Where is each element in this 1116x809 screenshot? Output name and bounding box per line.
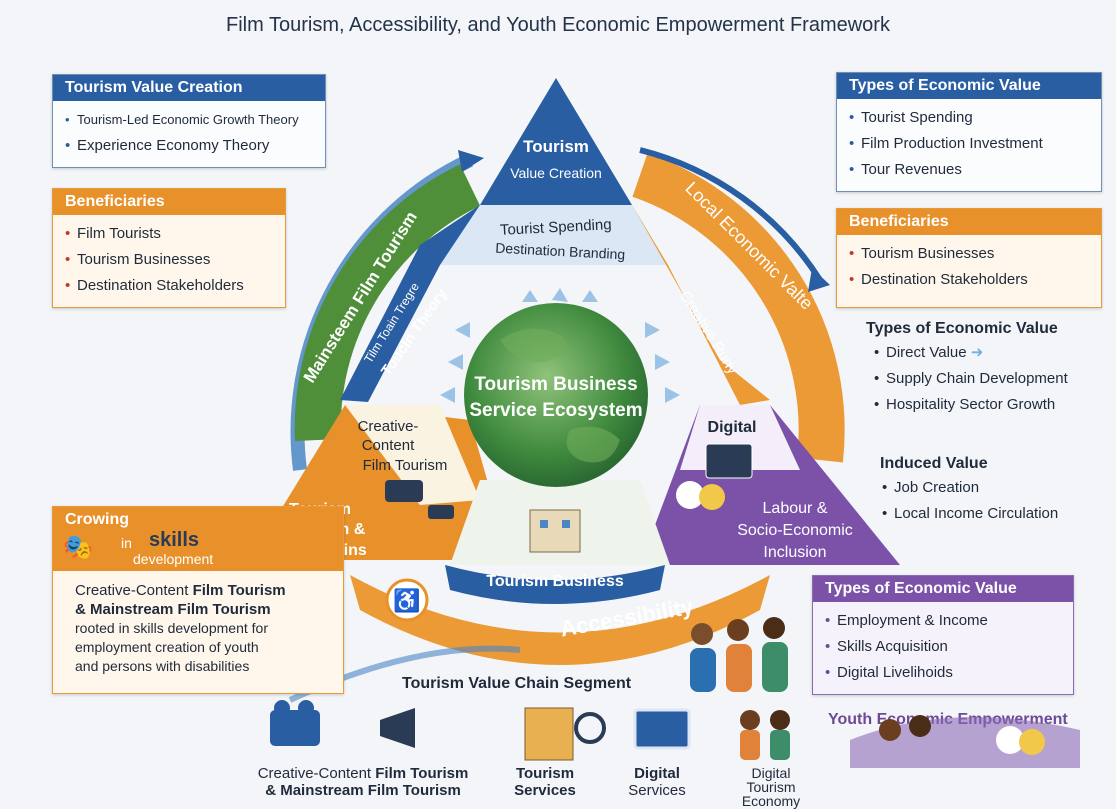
- right-corner-label-3: Inclusion: [763, 544, 826, 561]
- box-header: Types of Economic Value: [837, 73, 1101, 99]
- tablet-icon: [705, 443, 753, 479]
- creative-label-2: Content: [362, 437, 415, 454]
- list-item: Skills Acquisition: [825, 634, 1073, 660]
- creative-label-1: Creative-: [358, 418, 419, 435]
- list-item: Experience Economy Theory: [65, 133, 325, 159]
- hotel-icon: [524, 707, 574, 761]
- theatre-masks-icon: [996, 726, 1024, 754]
- magnifier-icon: [574, 712, 606, 744]
- list-item: Destination Stakeholders: [849, 267, 1101, 293]
- megaphone-icon: [428, 505, 454, 519]
- digital-label: Digital: [708, 419, 757, 436]
- list-item: Tour Revenues: [849, 157, 1101, 183]
- green-arc: [294, 164, 481, 442]
- segment-title: Tourism Value Chain Segment: [402, 675, 632, 692]
- purple-wave: [850, 717, 1080, 768]
- bottom-label-film: Creative-Content Film Tourism & Mainstre…: [257, 765, 469, 799]
- list-item: Digital Livelihoids: [825, 660, 1073, 686]
- skills-text: Creative-Content Film Tourism & Mainstre…: [75, 582, 286, 674]
- svg-text:♿: ♿: [393, 588, 420, 613]
- list-item: Hospitality Sector Growth: [874, 392, 1106, 418]
- top-right-value-box: Types of Economic Value Tourist Spending…: [836, 72, 1102, 192]
- globe-continent-1: [500, 328, 568, 363]
- list-item: Direct Value ➜: [874, 340, 1106, 366]
- box-header: Types of Economic Value: [813, 576, 1073, 602]
- list-item: Employment & Income: [825, 608, 1073, 634]
- film-camera-icon: [385, 480, 423, 502]
- top-triangle: [480, 78, 632, 205]
- list-item: Tourism Businesses: [65, 247, 285, 273]
- orange-arc: [632, 153, 845, 463]
- list-item: Job Creation: [882, 475, 1106, 501]
- right-corner-label-2: Socio-Economic: [737, 522, 853, 539]
- top-label-2: Value Creation: [510, 165, 602, 181]
- box-header: Beneficiaries: [837, 209, 1101, 235]
- center-label-1: Tourism Business: [474, 374, 637, 395]
- list-item: Local Income Circulation: [882, 501, 1106, 527]
- globe-continent-2: [566, 426, 620, 463]
- inner-lightblue: [440, 205, 668, 265]
- youth-people-illustration: [680, 608, 800, 696]
- right-corner-label-1: Labour &: [763, 500, 828, 517]
- creative-label-3: Film Tourism: [363, 457, 448, 474]
- induced-value: Induced Value Job Creation Local Income …: [880, 455, 1106, 535]
- accessibility-band: [350, 575, 770, 665]
- inner-label-1: Tourist Spending: [500, 216, 612, 239]
- screen-icon: [633, 708, 691, 750]
- business-banner: [445, 565, 665, 604]
- megaphone-icon: [380, 708, 415, 748]
- theatre-masks-icon: [676, 481, 704, 509]
- list-item: Film Tourists: [65, 221, 285, 247]
- film-camera-icon: [270, 710, 320, 746]
- bottom-icons: [270, 700, 1080, 768]
- left-beneficiaries-box: Beneficiaries Film Tourists Tourism Busi…: [52, 188, 286, 308]
- banner-label: Tourism Business: [486, 573, 624, 590]
- page-title: Film Tourism, Accessibility, and Youth E…: [226, 14, 890, 36]
- list-item: Destination Stakeholders: [65, 273, 285, 299]
- list-item: Film Production Investment: [849, 131, 1101, 157]
- left-arc-arrowhead: [458, 150, 484, 172]
- person-icon: [770, 710, 790, 730]
- right-beneficiaries-box: Beneficiaries Tourism Businesses Destina…: [836, 208, 1102, 308]
- list-item: Tourist Spending: [849, 105, 1101, 131]
- flow-arrows: [440, 288, 680, 403]
- globe: [464, 303, 648, 487]
- box-header: Types of Economic Value: [866, 320, 1058, 337]
- theatre-masks-icon: 🎭: [63, 534, 93, 561]
- right-types-value: Types of Economic Value Direct Value ➜ S…: [866, 320, 1106, 430]
- box-header: Beneficiaries: [53, 189, 285, 215]
- purple-value-box: Types of Economic Value Employment & Inc…: [812, 575, 1074, 695]
- list-item: Supply Chain Development: [874, 366, 1106, 392]
- wheelchair-icon: [385, 578, 429, 622]
- skills-development-box: Crowing 🎭 in skills development Creative…: [52, 506, 344, 694]
- person-icon: [740, 710, 760, 730]
- box-header: Tourism Value Creation: [53, 75, 325, 101]
- blue-right-arc: [639, 147, 823, 282]
- right-arc-arrowhead: [808, 268, 830, 292]
- list-item: Tourism-Led Economic Growth Theory: [65, 107, 325, 133]
- list-item: Tourism Businesses: [849, 241, 1101, 267]
- center-label-2: Service Ecosystem: [469, 400, 642, 421]
- box-header: Induced Value: [880, 455, 988, 472]
- box-header: Crowing 🎭 in skills development: [53, 507, 343, 571]
- right-orange-label: Creative Runy: [676, 288, 741, 378]
- tourism-value-creation-box: Tourism Value Creation Tourism-Led Econo…: [52, 74, 326, 168]
- inner-label-2: Destination Branding: [495, 240, 626, 263]
- arrow-right-icon: ➜: [970, 344, 984, 361]
- left-blue-band: [340, 205, 480, 402]
- top-label-1: Tourism: [523, 137, 589, 156]
- hotel-building-icon: [529, 509, 581, 553]
- creative-panel: [345, 405, 480, 505]
